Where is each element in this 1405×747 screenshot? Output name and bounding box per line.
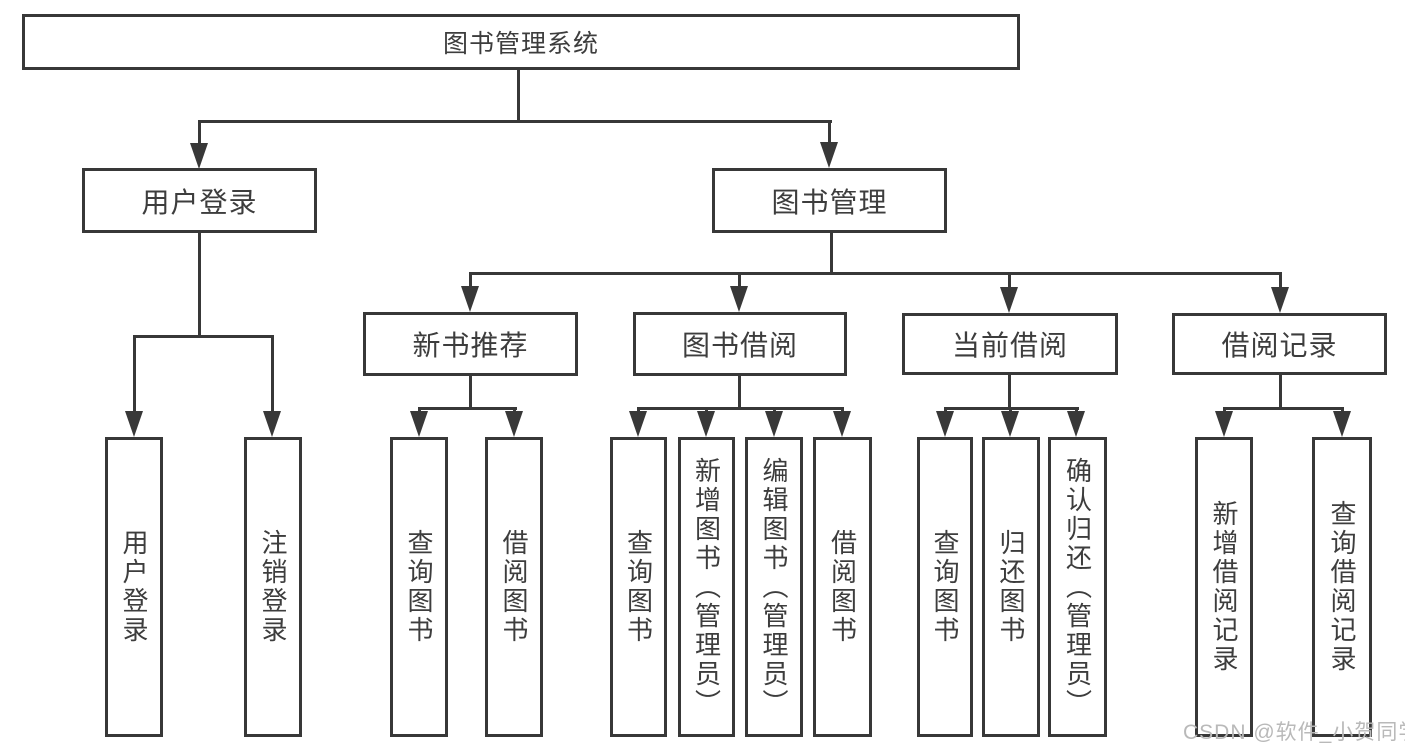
connector-drop-book-borrow xyxy=(738,272,741,288)
leaf-label: 注销登录 xyxy=(258,529,288,645)
connector-level3-bar xyxy=(469,272,1282,275)
node-label: 新书推荐 xyxy=(412,330,529,361)
node-label: 图书管理系统 xyxy=(442,30,599,58)
leaf-add-borrow-record: 新增借阅记录 xyxy=(1195,437,1253,737)
leaf-query-books-3: 查询图书 xyxy=(917,437,973,737)
node-label: 图书管理 xyxy=(771,186,888,218)
connector-drop-borrow-records xyxy=(1279,272,1282,288)
arrow-down-icon xyxy=(1000,287,1018,313)
connector-new-books-bar xyxy=(418,407,517,410)
connector-borrow-records-bar xyxy=(1223,407,1344,410)
arrow-down-icon xyxy=(1271,287,1289,313)
connector-root-stem xyxy=(517,70,520,123)
connector-drop-leaf xyxy=(1341,407,1344,413)
leaf-borrow-books-2: 借阅图书 xyxy=(813,437,872,737)
connector-drop-leaf xyxy=(944,407,947,413)
csdn-watermark: CSDN @软件_小贺同学 xyxy=(1183,721,1405,744)
node-book-borrow: 图书借阅 xyxy=(633,312,847,376)
connector-drop-leaf xyxy=(1075,407,1078,413)
node-current-borrow: 当前借阅 xyxy=(902,313,1118,375)
arrow-down-icon xyxy=(1001,411,1019,437)
connector-drop-leaf xyxy=(133,335,136,412)
leaf-edit-books-admin: 编辑图书（管理员） xyxy=(745,437,803,737)
arrow-down-icon xyxy=(410,411,428,437)
arrow-down-icon xyxy=(190,143,208,169)
leaf-label: 确认归还（管理员） xyxy=(1062,456,1093,718)
leaf-label: 查询图书 xyxy=(930,529,960,645)
connector-drop-user-login xyxy=(198,120,201,146)
leaf-label: 归还图书 xyxy=(996,529,1026,645)
leaf-query-books-1: 查询图书 xyxy=(390,437,448,737)
connector-drop-leaf xyxy=(637,407,640,413)
node-user-login: 用户登录 xyxy=(82,168,317,233)
leaf-label: 新增借阅记录 xyxy=(1209,500,1239,674)
arrow-down-icon xyxy=(730,286,748,312)
connector-borrow-records-stem xyxy=(1279,375,1282,410)
leaf-label: 查询图书 xyxy=(623,529,654,645)
arrow-down-icon xyxy=(505,411,523,437)
arrow-down-icon xyxy=(765,411,783,437)
arrow-down-icon xyxy=(1215,411,1233,437)
connector-drop-leaf xyxy=(271,335,274,412)
leaf-query-borrow-record: 查询借阅记录 xyxy=(1312,437,1372,737)
connector-user-login-bar xyxy=(133,335,274,338)
arrow-down-icon xyxy=(263,411,281,437)
leaf-label: 借阅图书 xyxy=(499,529,529,645)
leaf-user-login: 用户登录 xyxy=(105,437,163,737)
arrow-down-icon xyxy=(1067,411,1085,437)
node-label: 用户登录 xyxy=(141,186,258,218)
arrow-down-icon xyxy=(629,411,647,437)
leaf-logout: 注销登录 xyxy=(244,437,302,737)
connector-root-bar xyxy=(198,120,832,123)
connector-book-borrow-bar xyxy=(637,407,844,410)
connector-drop-leaf xyxy=(1223,407,1226,413)
connector-drop-leaf xyxy=(1009,407,1012,413)
arrow-down-icon xyxy=(820,142,838,168)
leaf-add-books-admin: 新增图书（管理员） xyxy=(678,437,735,737)
arrow-down-icon xyxy=(936,411,954,437)
connector-drop-current-borrow xyxy=(1008,272,1011,288)
node-label: 图书借阅 xyxy=(681,330,798,361)
node-new-books: 新书推荐 xyxy=(363,312,578,376)
connector-user-login-stem xyxy=(198,233,201,338)
node-library-management-system: 图书管理系统 xyxy=(22,14,1020,70)
connector-book-management-stem xyxy=(830,233,833,275)
leaf-label: 查询图书 xyxy=(404,529,434,645)
arrow-down-icon xyxy=(1333,411,1351,437)
node-book-management: 图书管理 xyxy=(712,168,947,233)
arrow-down-icon xyxy=(125,411,143,437)
arrow-down-icon xyxy=(833,411,851,437)
leaf-label: 新增图书（管理员） xyxy=(691,456,722,718)
node-borrow-records: 借阅记录 xyxy=(1172,313,1387,375)
connector-drop-leaf xyxy=(841,407,844,413)
leaf-confirm-return-admin: 确认归还（管理员） xyxy=(1048,437,1107,737)
connector-book-borrow-stem xyxy=(738,376,741,410)
connector-drop-leaf xyxy=(513,407,516,413)
leaf-borrow-books-1: 借阅图书 xyxy=(485,437,543,737)
leaf-label: 编辑图书（管理员） xyxy=(759,456,789,718)
connector-drop-leaf xyxy=(705,407,708,413)
connector-drop-book-management xyxy=(828,120,831,144)
leaf-label: 借阅图书 xyxy=(827,529,858,645)
connector-new-books-stem xyxy=(469,376,472,410)
leaf-query-books-2: 查询图书 xyxy=(610,437,667,737)
connector-drop-leaf xyxy=(418,407,421,413)
leaf-label: 用户登录 xyxy=(119,529,149,645)
leaf-return-books: 归还图书 xyxy=(982,437,1040,737)
connector-drop-new-books xyxy=(469,272,472,288)
arrow-down-icon xyxy=(697,411,715,437)
node-label: 借阅记录 xyxy=(1221,330,1338,361)
arrow-down-icon xyxy=(461,286,479,312)
connector-drop-leaf xyxy=(773,407,776,413)
node-label: 当前借阅 xyxy=(951,330,1068,361)
connector-current-borrow-stem xyxy=(1008,375,1011,410)
leaf-label: 查询借阅记录 xyxy=(1327,500,1357,674)
